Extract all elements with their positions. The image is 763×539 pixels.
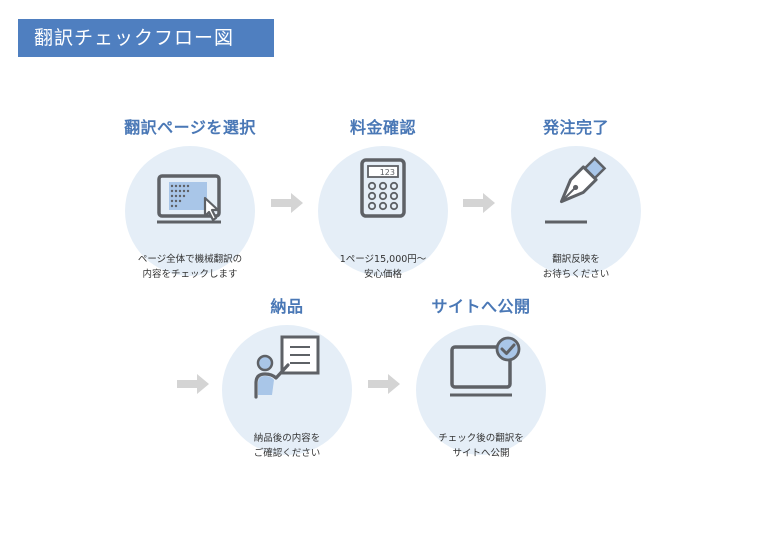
pen-nib-icon bbox=[545, 156, 607, 224]
step-title: 翻訳ページを選択 bbox=[124, 118, 256, 137]
step-title: 発注完了 bbox=[542, 118, 609, 137]
arrow-right-icon bbox=[177, 374, 209, 394]
step-title: 納品 bbox=[270, 297, 304, 316]
step-title: サイトへ公開 bbox=[431, 297, 531, 316]
monitor-cursor-icon bbox=[157, 174, 221, 224]
step-circle: チェック後の翻訳を サイトへ公開 bbox=[416, 325, 546, 459]
step-description: 1ページ15,000円〜 安心価格 bbox=[339, 254, 427, 280]
step-title: 料金確認 bbox=[349, 118, 416, 137]
page-title: 翻訳チェックフロー図 bbox=[18, 19, 274, 57]
step-circle: 翻訳反映を お待ちください bbox=[511, 146, 641, 280]
monitor-check-icon bbox=[450, 336, 521, 397]
step-description: 納品後の内容を ご確認ください bbox=[253, 433, 321, 459]
presenter-board-icon bbox=[254, 335, 320, 399]
step-circle: 納品後の内容を ご確認ください bbox=[222, 325, 352, 459]
step-description: チェック後の翻訳を サイトへ公開 bbox=[438, 433, 524, 459]
arrow-right-icon bbox=[463, 193, 495, 213]
calculator-icon: 123 bbox=[360, 158, 406, 218]
arrow-right-icon bbox=[271, 193, 303, 213]
step-circle: 123 1ページ15,000円〜 安心価格 bbox=[318, 146, 448, 280]
arrow-right-icon bbox=[368, 374, 400, 394]
calculator-display: 123 bbox=[380, 168, 395, 177]
step-description: ページ全体で機械翻訳の 内容をチェックします bbox=[137, 254, 243, 280]
step-description: 翻訳反映を お待ちください bbox=[542, 254, 610, 280]
step-circle: ページ全体で機械翻訳の 内容をチェックします bbox=[125, 146, 255, 280]
